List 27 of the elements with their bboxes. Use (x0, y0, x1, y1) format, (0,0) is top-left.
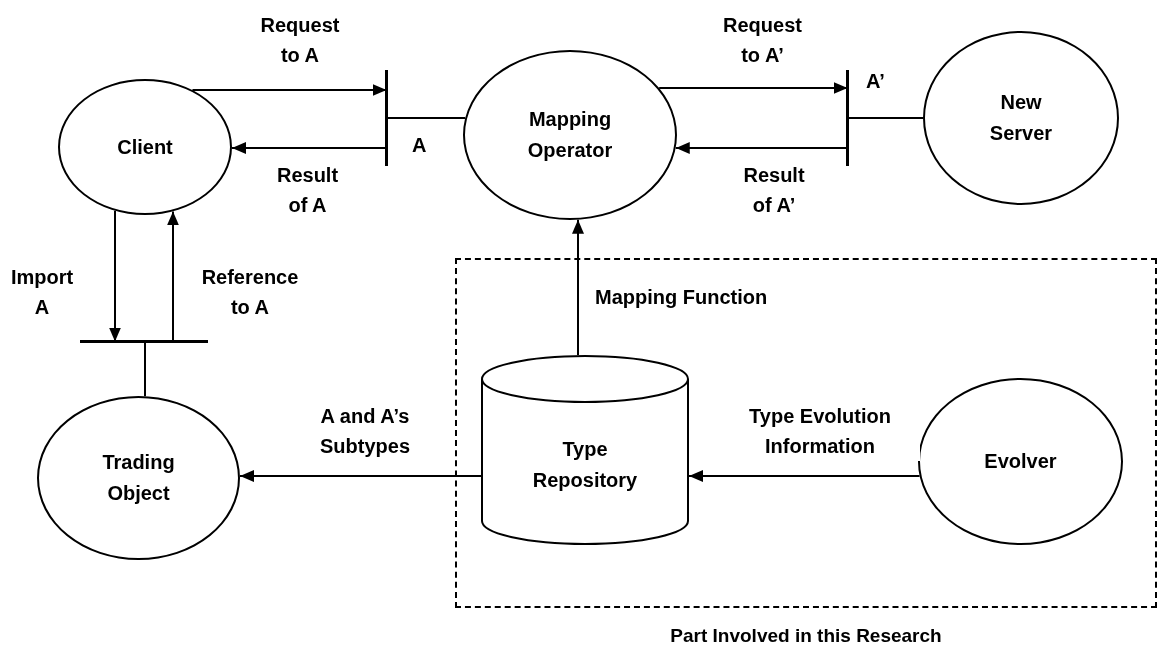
arrow (109, 209, 121, 343)
node-label: Trading Object (101, 450, 176, 506)
arrow (658, 82, 849, 94)
process-ellipse (463, 50, 677, 220)
interface-bar (846, 70, 849, 166)
process-ellipse (37, 396, 240, 560)
node-label: New Server (988, 90, 1054, 146)
node-label: Evolver (984, 449, 1057, 474)
connector-line (846, 117, 924, 119)
arrow (167, 210, 179, 343)
arrow (572, 218, 584, 357)
process-ellipse (58, 79, 232, 215)
arrow (238, 470, 482, 482)
interface-bar (385, 70, 388, 166)
boundary-label: Part Involved in this Research (669, 623, 943, 648)
interface-bar (80, 340, 208, 343)
connector-line (385, 117, 467, 119)
arrow (191, 84, 388, 96)
node-label: Mapping Operator (526, 107, 614, 163)
node-label: Type Repository (531, 437, 639, 493)
arrow (688, 470, 921, 482)
process-ellipse (923, 31, 1119, 205)
arrow (231, 142, 388, 154)
arrow (674, 142, 849, 154)
connector-line (144, 340, 146, 398)
repository-cylinder (481, 355, 689, 545)
node-label: Client (117, 134, 173, 160)
